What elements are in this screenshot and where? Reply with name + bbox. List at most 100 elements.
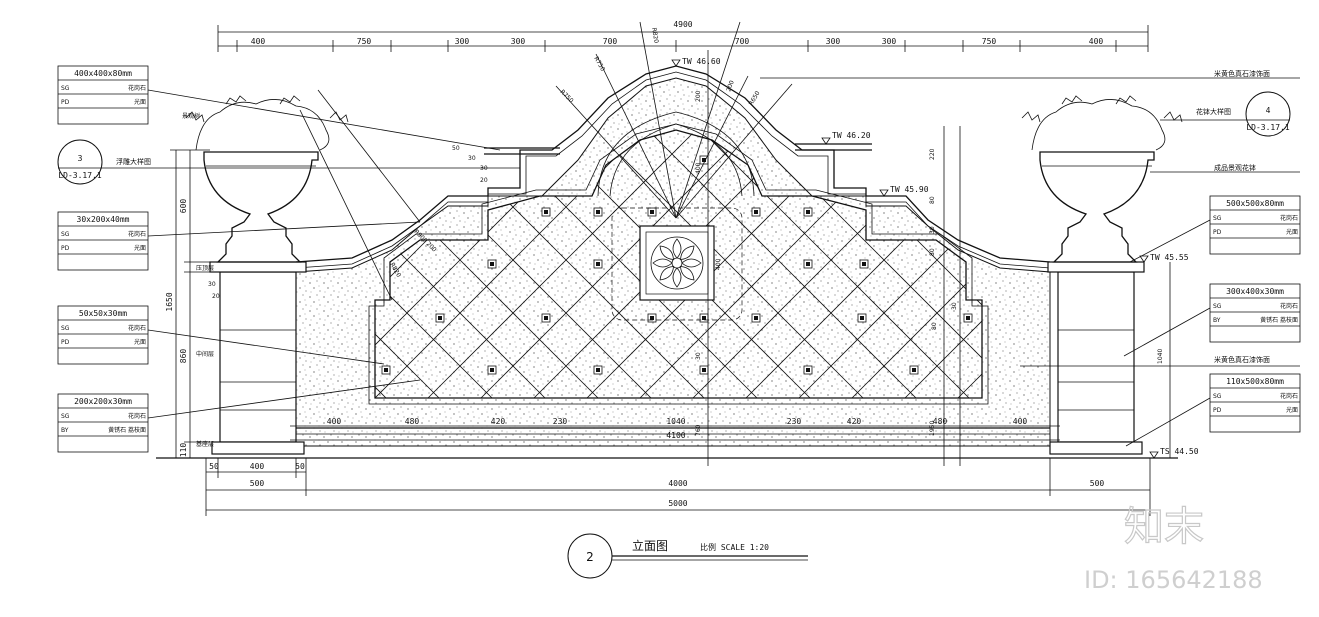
spec-box-title: 30x200x40mm	[77, 215, 130, 224]
elev-tw2: TW 46.20	[832, 131, 871, 140]
spec-row-value: 光面	[134, 244, 146, 252]
dim-top-seg: 750	[982, 37, 997, 46]
svg-text:30: 30	[208, 281, 216, 288]
spec-row-code: SG	[1213, 393, 1222, 400]
callout-3-label: 浮雕大样图	[116, 157, 151, 166]
spec-row-value: 花岗石	[1280, 214, 1298, 222]
spec-row-value: 花岗石	[128, 84, 146, 92]
dim-1650: 1650	[165, 292, 174, 311]
svg-text:80: 80	[931, 322, 938, 330]
spec-row-value: 光面	[1286, 406, 1298, 414]
dim-860: 860	[179, 349, 188, 364]
spec-row-value: 光面	[134, 338, 146, 346]
flower-medallion	[650, 236, 704, 290]
dim-top-seg: 700	[735, 37, 750, 46]
svg-text:R820: R820	[650, 27, 660, 44]
callout-3-ref: LD-3.17.1	[58, 171, 102, 180]
dim-inner-seg: 420	[491, 417, 506, 426]
dim-top-seg: 400	[251, 37, 266, 46]
ground-line	[156, 425, 1178, 459]
dim-600: 600	[179, 199, 188, 214]
callout-4-label: 花钵大样图	[1196, 107, 1231, 116]
detail-callout-right: 4 LD-3.17.1 花钵大样图 米黄色真石漆饰面 成品景观花钵 米黄色真石漆…	[760, 69, 1300, 367]
dim-top-seg: 300	[511, 37, 526, 46]
spec-row-value: 花岗石	[1280, 302, 1298, 310]
dim-top-seg: 750	[357, 37, 372, 46]
svg-text:760: 760	[695, 424, 702, 436]
dim-400-pier: 400	[250, 462, 265, 471]
drawing-title: 立面图	[632, 538, 668, 553]
svg-text:R750: R750	[559, 88, 575, 104]
svg-text:R650: R650	[748, 90, 762, 107]
svg-text:30: 30	[929, 226, 936, 234]
dim-inner-seg: 480	[405, 417, 420, 426]
dim-inner-seg: 480	[933, 417, 948, 426]
title-num: 2	[586, 550, 594, 564]
watermark-id: ID: 165642188	[1084, 566, 1263, 594]
dim-top-seg: 300	[882, 37, 897, 46]
right-pier	[1021, 95, 1183, 455]
dim-inner-seg: 230	[553, 417, 568, 426]
title-block: 2 立面图 比例 SCALE 1:20	[567, 533, 808, 579]
spec-row-value: 黄锈石 荔枝面	[108, 426, 146, 434]
dim-110: 110	[179, 443, 188, 458]
svg-text:200: 200	[725, 79, 736, 92]
dim-50-left: 50	[209, 462, 219, 471]
svg-text:1950: 1950	[929, 421, 936, 436]
label-base: 基座层	[196, 440, 214, 448]
spec-row-value: 黄锈石 荔枝面	[1260, 316, 1298, 324]
dim-top-seg: 700	[603, 37, 618, 46]
label-coping: 压顶层	[196, 265, 214, 272]
dim-top-seg: 400	[1089, 37, 1104, 46]
left-pier	[185, 95, 349, 455]
callout-4-num: 4	[1266, 106, 1271, 115]
spec-row-code: SG	[61, 413, 70, 420]
elev-tw4: TW 45.55	[1150, 253, 1189, 262]
svg-text:80: 80	[929, 196, 936, 204]
dim-top-seg: 300	[826, 37, 841, 46]
elevation-tags: TW 46.60 TW 46.20 TW 45.90 TW 45.55 TS 4…	[671, 57, 1199, 459]
note-stone-paint-1: 米黄色真石漆饰面	[1214, 69, 1270, 78]
dim-50-right: 50	[295, 462, 305, 471]
spec-row-code: SG	[1213, 303, 1222, 310]
svg-text:30: 30	[480, 165, 488, 172]
spec-box-title: 110x500x80mm	[1226, 377, 1284, 386]
svg-text:220: 220	[929, 148, 936, 160]
svg-text:400: 400	[715, 258, 722, 270]
spec-box-title: 300x400x30mm	[1226, 287, 1284, 296]
svg-text:200: 200	[695, 90, 702, 102]
dim-inner-seg: 1040	[666, 417, 685, 426]
spec-row-code: SG	[61, 85, 70, 92]
spec-box-title: 400x400x80mm	[74, 69, 132, 78]
spec-row-value: 光面	[1286, 228, 1298, 236]
spec-row-code: BY	[1213, 317, 1221, 324]
svg-text:30: 30	[468, 155, 476, 162]
svg-text:20: 20	[212, 293, 220, 300]
callout-3-num: 3	[78, 154, 83, 163]
label-middle: 中间层	[196, 350, 214, 358]
label-tree: 景观树	[182, 112, 200, 120]
spec-row-code: PD	[61, 99, 70, 106]
svg-text:1040: 1040	[1157, 349, 1164, 364]
dim-5000: 5000	[668, 499, 687, 508]
dim-total-top: 4900	[673, 20, 692, 29]
spec-row-code: PD	[1213, 407, 1222, 414]
svg-text:30: 30	[695, 352, 702, 360]
bottom-dimensions: 50 400 50 500 4000 500 5000	[205, 458, 1151, 516]
spec-row-code: BY	[61, 427, 69, 434]
svg-text:20: 20	[480, 177, 488, 184]
elev-tw1: TW 46.60	[682, 57, 721, 66]
drawing-scale: 比例 SCALE 1:20	[700, 542, 769, 552]
note-stone-paint-2: 米黄色真石漆饰面	[1214, 355, 1270, 364]
dim-inner-seg: 420	[847, 417, 862, 426]
